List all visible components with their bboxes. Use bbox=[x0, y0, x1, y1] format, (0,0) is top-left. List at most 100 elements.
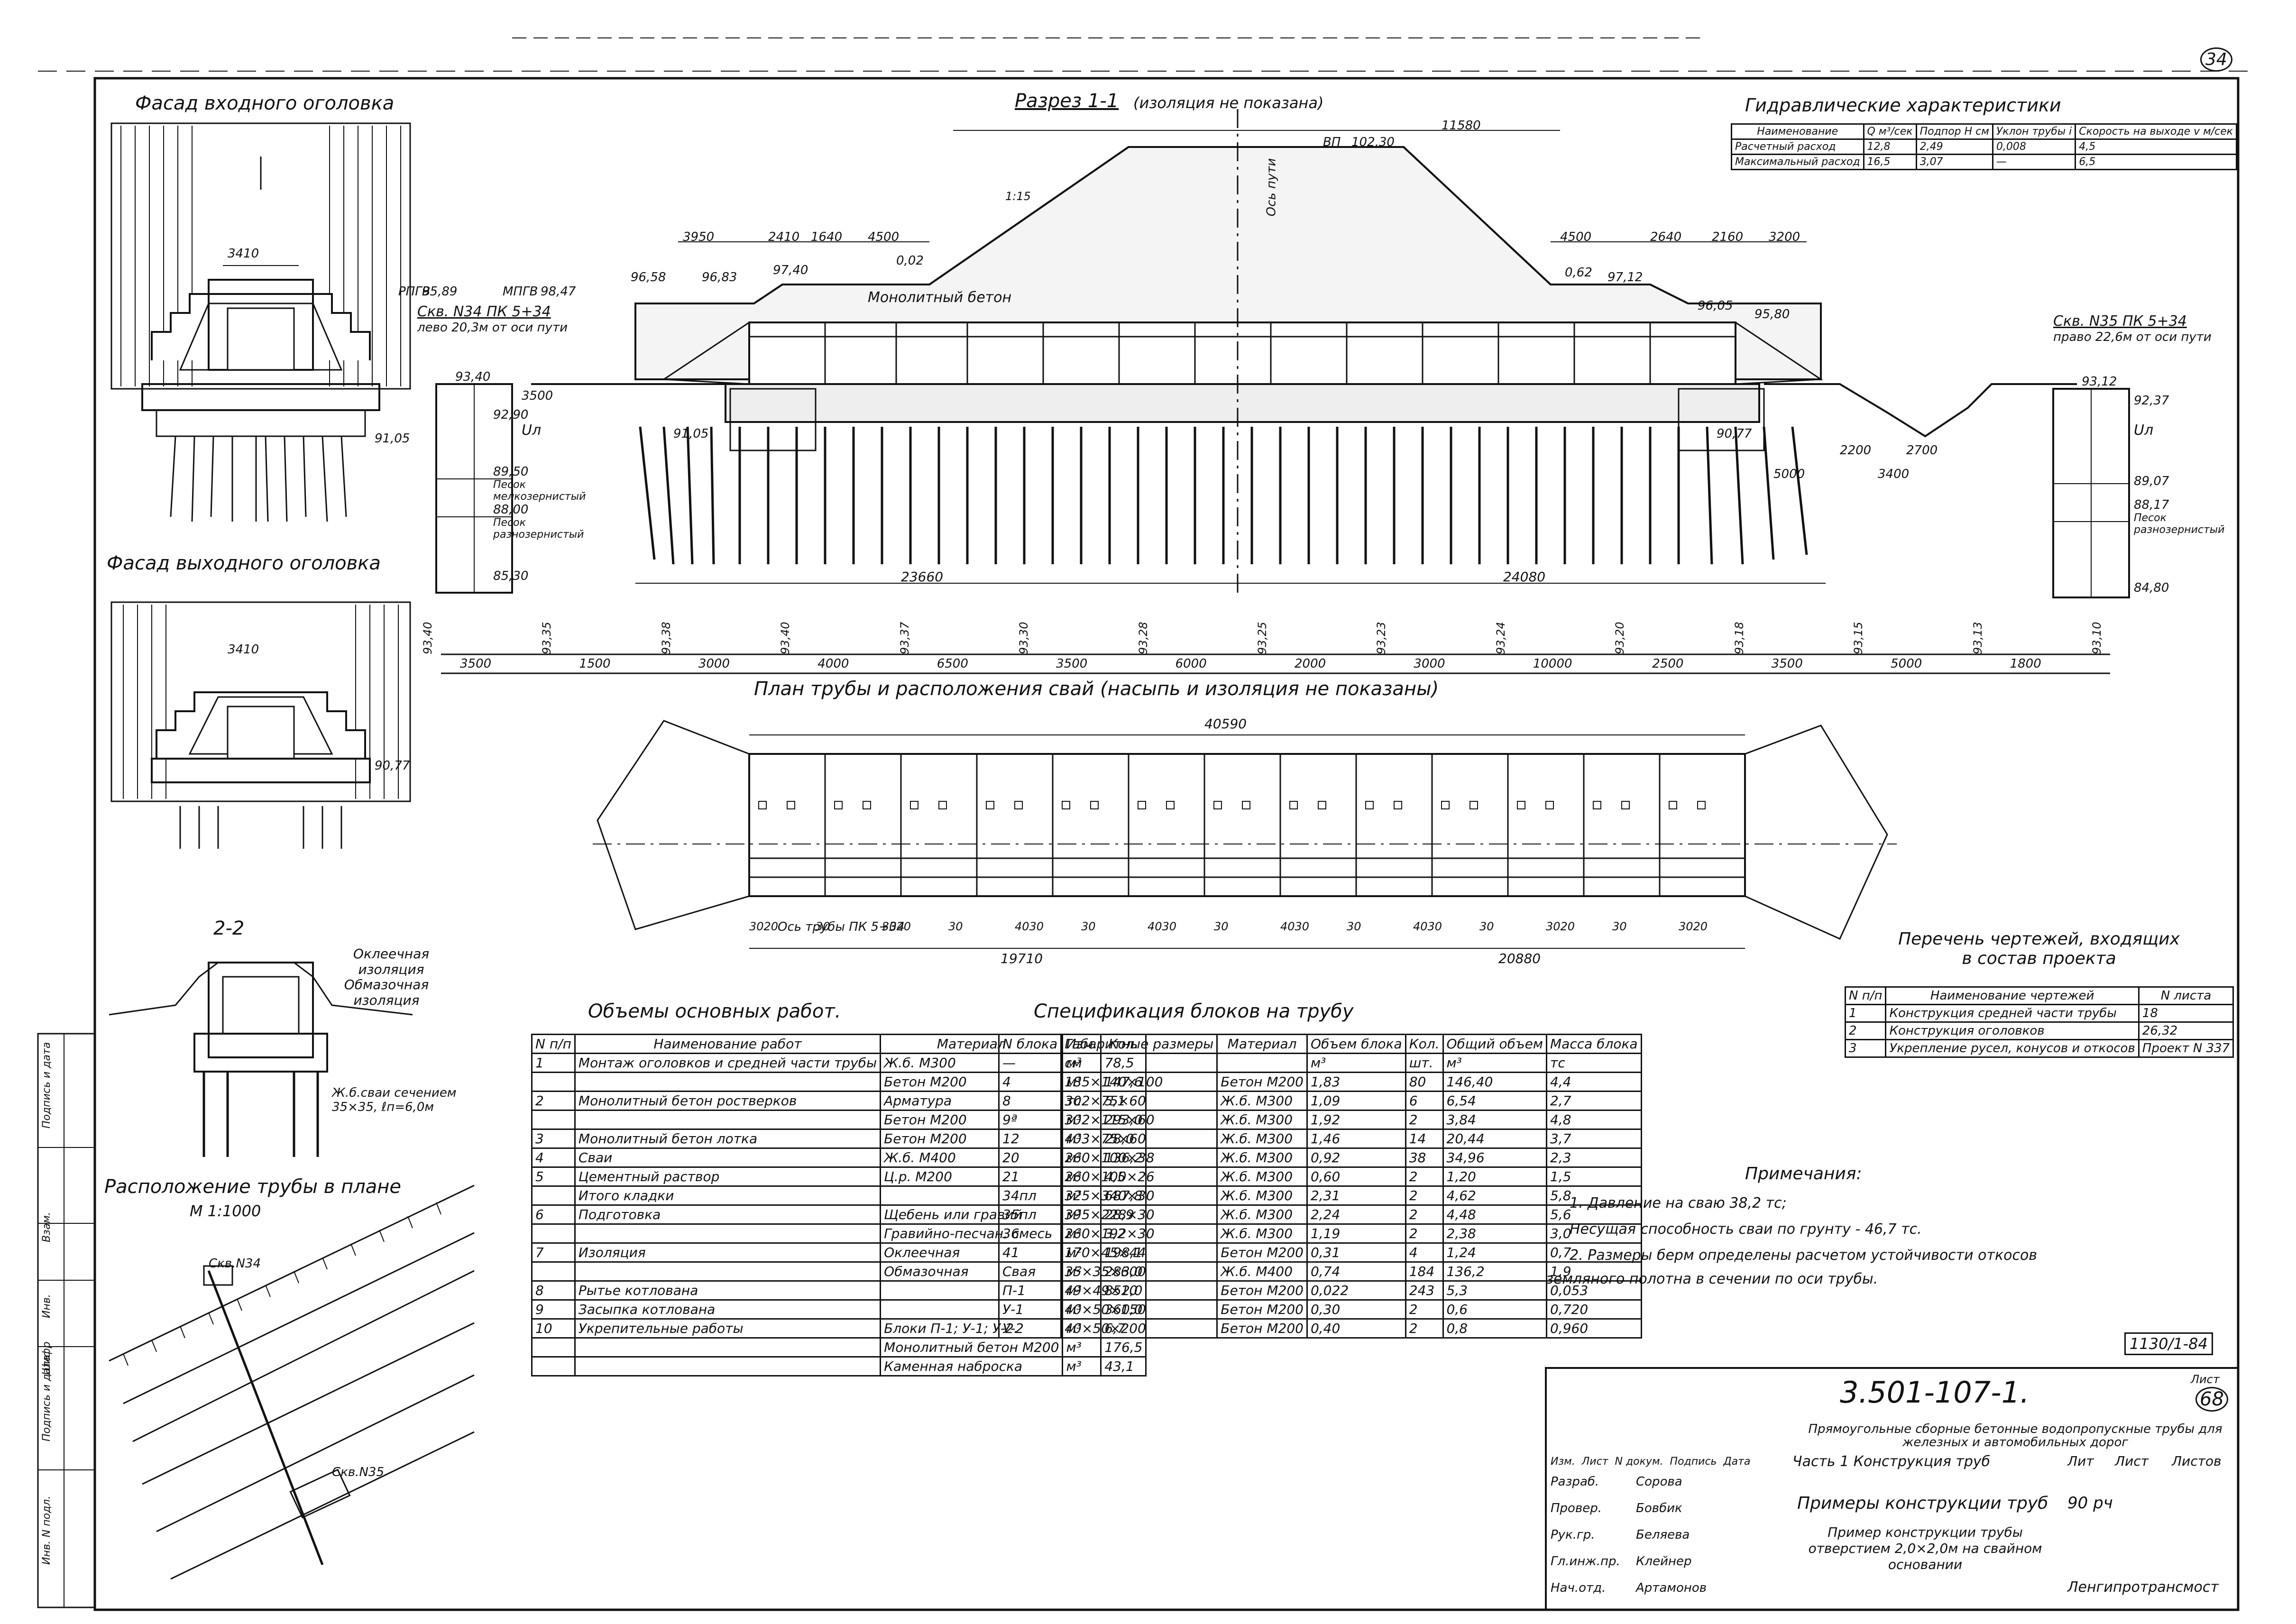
monolith-label: Монолитный бетон bbox=[868, 289, 1012, 306]
table-cell: 0,6 bbox=[1442, 1299, 1548, 1320]
plan-dim: 4030 bbox=[1280, 920, 1310, 933]
table-cell: 136,2 bbox=[1442, 1261, 1548, 1282]
table-cell: 325×340×30 bbox=[1060, 1185, 1218, 1206]
table-cell: Сваи bbox=[574, 1147, 882, 1168]
plan-dim: 30 bbox=[1347, 920, 1361, 933]
slope-label: 1:15 bbox=[1005, 190, 1031, 203]
dim-label: 3200 bbox=[1769, 230, 1800, 244]
stamp-code: 1130/1-84 bbox=[2124, 1332, 2213, 1355]
bp-label: ВП bbox=[1323, 135, 1341, 149]
table-cell: Ж.б. М300 bbox=[1216, 1166, 1308, 1187]
elev-label: 90,77 bbox=[1717, 427, 1752, 441]
stamp-name: Сорова bbox=[1636, 1475, 1682, 1489]
table-cell: 1,46 bbox=[1306, 1129, 1406, 1149]
table-cell: 3,7 bbox=[1546, 1129, 1642, 1149]
table-header-cell: Кол. bbox=[1405, 1034, 1444, 1054]
table-cell: 80 bbox=[1405, 1072, 1444, 1092]
table-cell: 5,6 bbox=[1546, 1204, 1642, 1225]
dim-label: 3410 bbox=[228, 642, 259, 657]
note-2: 2. Размеры берм определены расчетом усто… bbox=[1570, 1247, 2038, 1264]
dim-label: 2160 bbox=[1712, 230, 1744, 244]
table-cell: 9ª bbox=[998, 1110, 1062, 1130]
table-cell: Ж.б. М300 bbox=[1216, 1223, 1308, 1244]
table-cell: 2,49 bbox=[1915, 138, 1993, 155]
dim-label: 24080 bbox=[1503, 569, 1546, 585]
table-cell: 8 bbox=[531, 1280, 576, 1301]
works-title: Объемы основных работ. bbox=[588, 1000, 841, 1022]
table-cell: 8 bbox=[998, 1091, 1062, 1111]
pile-spacing: 4000 bbox=[817, 657, 849, 671]
plan-location-scale: М 1:1000 bbox=[190, 1202, 261, 1220]
table-cell: 5 bbox=[531, 1166, 576, 1187]
pile-spacing: 10000 bbox=[1533, 657, 1572, 671]
stamp-person-row: Провер.Бовбик bbox=[1551, 1501, 1788, 1528]
elev-label: 89,07 bbox=[2134, 474, 2169, 488]
table-cell: Бетон М200 bbox=[1216, 1242, 1308, 1263]
elev-label: 97,40 bbox=[773, 263, 808, 277]
table-cell: 49×49×10 bbox=[1060, 1280, 1218, 1301]
inlet-facade-title: Фасад входного оголовка bbox=[135, 92, 395, 114]
table-cell: 0,008 bbox=[1992, 138, 2076, 155]
elev-label: 93,40 bbox=[455, 370, 491, 384]
table-cell: Бетон М200 bbox=[1216, 1280, 1308, 1301]
obmaz-label: Обмазочная изоляция bbox=[344, 977, 429, 1008]
note-1b: Несущая способность сваи по грунту - 46,… bbox=[1570, 1221, 1922, 1238]
table-cell: 302×75×60 bbox=[1060, 1091, 1218, 1111]
table-cell bbox=[574, 1223, 882, 1244]
table-cell: 2,38 bbox=[1442, 1223, 1548, 1244]
table-cell bbox=[574, 1337, 882, 1358]
table-cell: Ж.б. М400 bbox=[1216, 1261, 1308, 1282]
elev-label: 90,77 bbox=[375, 759, 410, 773]
stamp-person-row: Гл.инж.пр.Клейнер bbox=[1551, 1554, 1788, 1581]
side-stamp-label: Инв. bbox=[41, 1294, 53, 1318]
table-cell: 2 bbox=[1405, 1223, 1444, 1244]
table-cell: 12,8 bbox=[1863, 138, 1917, 155]
plan-dim: 30 bbox=[816, 920, 830, 933]
table-cell: 260×100×38 bbox=[1060, 1147, 1218, 1168]
table-cell: 2,7 bbox=[1546, 1091, 1642, 1111]
table-cell: Монолитный бетон ростверков bbox=[574, 1091, 882, 1111]
hydraulics-title: Гидравлические характеристики bbox=[1745, 95, 2061, 116]
plan-dim: 30 bbox=[1612, 920, 1627, 933]
soil-label: Песок разнозернистый bbox=[2134, 512, 2225, 536]
table-cell: Монолитный бетон лотка bbox=[574, 1129, 882, 1149]
stamp-series: 3.501-107-1. bbox=[1840, 1375, 2030, 1410]
stamp-org: Ленгипротрансмост bbox=[2067, 1579, 2219, 1596]
table-cell: 36 bbox=[998, 1223, 1062, 1244]
table-header-cell: N блока bbox=[998, 1034, 1062, 1054]
table-cell: 40×50×200 bbox=[1060, 1318, 1218, 1339]
plan-dim: 3020 bbox=[1679, 920, 1708, 933]
inlet-facade-view bbox=[110, 122, 411, 522]
table-cell: 6 bbox=[1405, 1091, 1444, 1111]
table-cell: 260×192×30 bbox=[1060, 1223, 1218, 1244]
table-cell: 302×115×60 bbox=[1060, 1110, 1218, 1130]
elev-label: 96,83 bbox=[702, 270, 737, 284]
table-cell: Укрепительные работы bbox=[574, 1318, 882, 1339]
okleech-label: Оклеечная изоляция bbox=[353, 946, 430, 977]
pile-mark: 93,35 bbox=[540, 622, 554, 654]
table-cell: 0,60 bbox=[1306, 1166, 1406, 1187]
stamp-head: N докум. bbox=[1615, 1456, 1663, 1468]
table-cell bbox=[531, 1072, 576, 1092]
section-1-1-note: (изоляция не показана) bbox=[1133, 94, 1324, 112]
pile-mark: 93,20 bbox=[1613, 622, 1627, 654]
dim-label: 3950 bbox=[683, 230, 715, 244]
stamp-role: Разраб. bbox=[1551, 1475, 1599, 1489]
table-cell: 1,9 bbox=[1546, 1261, 1642, 1282]
mpgv-label: МПГВ bbox=[503, 284, 538, 299]
outlet-facade-view bbox=[110, 601, 411, 849]
pile-mark: 93,38 bbox=[659, 622, 673, 654]
plan-dim: 30 bbox=[1479, 920, 1494, 933]
table-cell: 0,92 bbox=[1306, 1147, 1406, 1168]
pile-mark: 93,40 bbox=[421, 622, 434, 654]
table-cell: 0,960 bbox=[1546, 1318, 1642, 1339]
slope-label: 0,02 bbox=[896, 254, 924, 268]
